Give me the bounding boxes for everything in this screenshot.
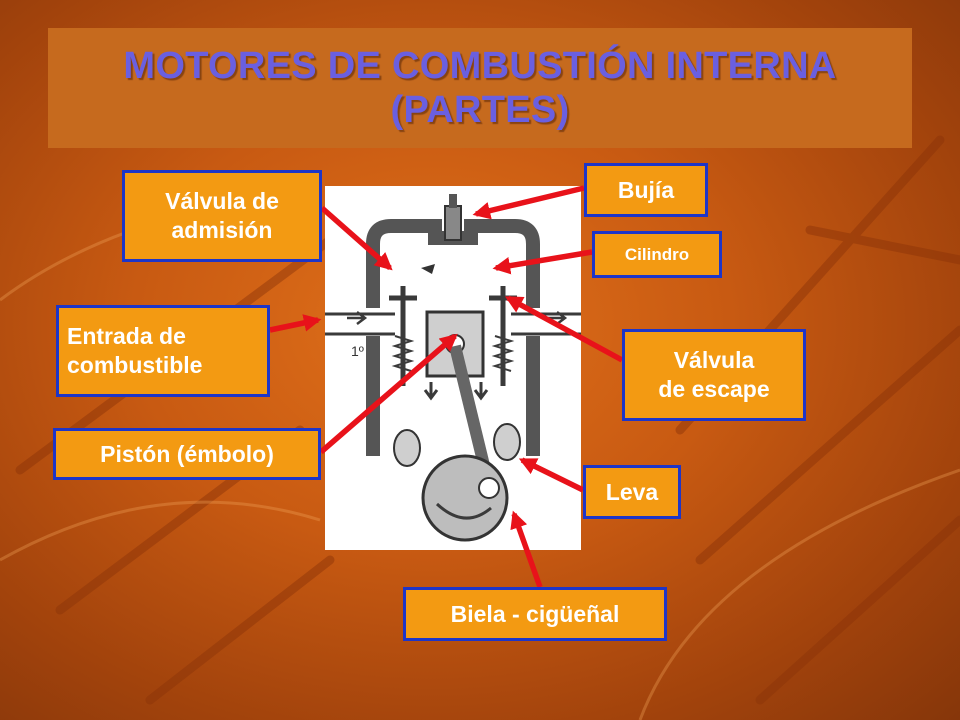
label-valvula-escape-line-1: Válvula	[673, 347, 755, 374]
label-entrada-combustible: Entrada de combustible	[56, 305, 270, 397]
label-bujia: Bujía	[584, 163, 708, 217]
label-valvula-admision-line-1: Válvula de	[165, 188, 279, 215]
intake-valve	[389, 286, 417, 386]
label-valvula-admision-line-2: admisión	[171, 217, 273, 243]
intake-cam	[393, 429, 421, 467]
label-entrada-line-2: combustible	[67, 352, 203, 378]
label-valvula-escape: Válvula de escape	[622, 329, 806, 421]
exhaust-valve	[489, 286, 517, 386]
slide-title-line-2: (PARTES)	[390, 89, 570, 131]
exhaust-cam	[493, 423, 521, 461]
label-valvula-escape-line-2: de escape	[658, 376, 770, 402]
label-biela-cigueñal: Biela - cigüeñal	[403, 587, 667, 641]
stroke-number-label: 1º	[351, 343, 364, 359]
engine-drawing: 1º	[325, 194, 581, 542]
label-entrada-line-1: Entrada de	[67, 323, 186, 350]
title-band: MOTORES DE COMBUSTIÓN INTERNA (PARTES)	[48, 28, 912, 148]
label-piston: Pistón (émbolo)	[53, 428, 321, 480]
exhaust-port	[511, 312, 581, 336]
slide-title-line-1: MOTORES DE COMBUSTIÓN INTERNA	[123, 45, 837, 87]
label-cilindro: Cilindro	[592, 231, 722, 278]
label-leva: Leva	[583, 465, 681, 519]
crankshaft	[421, 454, 509, 542]
spark-plug	[444, 205, 462, 241]
engine-diagram: 1º	[325, 186, 581, 550]
label-valvula-admision: Válvula de admisión	[122, 170, 322, 262]
